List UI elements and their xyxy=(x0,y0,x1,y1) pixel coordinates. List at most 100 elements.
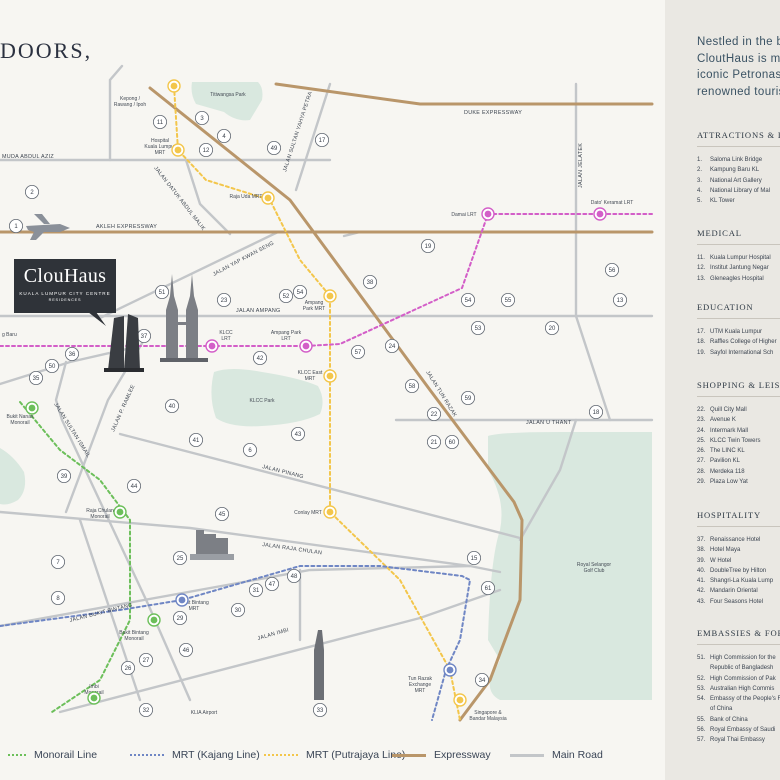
poi-name: Saloma Link Bridge xyxy=(710,157,763,163)
poi-marker[interactable]: 13 xyxy=(613,292,628,307)
poi-marker[interactable]: 7 xyxy=(51,555,66,570)
poi-marker[interactable]: 24 xyxy=(384,338,399,353)
poi-marker-number: 46 xyxy=(183,648,190,654)
clouthaus-building-icon[interactable] xyxy=(104,314,144,372)
poi-marker[interactable]: 53 xyxy=(470,320,485,335)
poi-name: Republic of Bangladesh xyxy=(710,665,774,672)
poi-marker[interactable]: 40 xyxy=(164,398,179,413)
poi-marker[interactable]: 33 xyxy=(312,703,327,718)
station-dot[interactable] xyxy=(113,505,127,519)
poi-marker[interactable]: 19 xyxy=(420,238,435,253)
poi-marker[interactable]: 26 xyxy=(121,661,136,676)
poi-marker[interactable]: 27 xyxy=(138,653,153,668)
poi-name: Gleneagles Hospital xyxy=(710,275,764,282)
park-west xyxy=(0,448,26,505)
poi-marker-number: 20 xyxy=(549,326,556,332)
poi-marker[interactable]: 56 xyxy=(605,262,620,277)
poi-marker[interactable]: 57 xyxy=(350,344,365,359)
poi-marker[interactable]: 46 xyxy=(178,643,193,658)
poi-marker[interactable]: 59 xyxy=(460,390,475,405)
merdeka-118-icon xyxy=(314,630,324,700)
station-dot[interactable] xyxy=(167,79,181,93)
poi-marker[interactable]: 55 xyxy=(500,292,515,307)
poi-marker[interactable]: 15 xyxy=(466,551,481,566)
poi-marker[interactable]: 12 xyxy=(198,142,213,157)
poi-marker[interactable]: 23 xyxy=(216,292,231,307)
station-dot[interactable] xyxy=(453,693,467,707)
station-dot[interactable] xyxy=(25,401,39,415)
poi-marker[interactable]: 25 xyxy=(172,551,187,566)
poi-name: Shangri-La Kuala Lump xyxy=(710,578,774,585)
poi-marker[interactable]: 54 xyxy=(460,292,475,307)
poi-marker[interactable]: 30 xyxy=(230,603,245,618)
poi-marker[interactable]: 31 xyxy=(248,583,263,598)
poi-marker[interactable]: 11 xyxy=(152,115,167,130)
poi-marker-number: 52 xyxy=(283,294,290,300)
poi-marker[interactable]: 22 xyxy=(426,406,441,421)
poi-marker[interactable]: 38 xyxy=(362,274,377,289)
poi-marker[interactable]: 51 xyxy=(154,284,169,299)
poi-marker[interactable]: 52 xyxy=(278,288,293,303)
poi-marker[interactable]: 32 xyxy=(138,703,153,718)
poi-marker[interactable]: 20 xyxy=(545,320,560,335)
poi-marker[interactable]: 4 xyxy=(216,128,231,143)
station-dot[interactable] xyxy=(323,505,337,519)
station-dot[interactable] xyxy=(323,369,337,383)
poi-marker[interactable]: 6 xyxy=(242,442,257,457)
station-dot[interactable] xyxy=(443,663,457,677)
poi-marker[interactable]: 54 xyxy=(292,284,307,299)
poi-marker[interactable]: 34 xyxy=(474,673,489,688)
poi-marker[interactable]: 43 xyxy=(290,426,305,441)
poi-marker[interactable]: 29 xyxy=(172,611,187,626)
road-duke-label: DUKE EXPRESSWAY xyxy=(464,110,522,116)
poi-marker[interactable]: 47 xyxy=(264,577,279,592)
poi-marker[interactable]: 37 xyxy=(136,328,151,343)
poi-marker-number: 25 xyxy=(177,556,184,562)
poi-marker[interactable]: 45 xyxy=(214,506,229,521)
poi-marker[interactable]: 2 xyxy=(24,184,39,199)
section-title: ATTRACTIONS & LAN xyxy=(697,130,780,140)
station-dot[interactable] xyxy=(171,143,185,157)
poi-marker[interactable]: 18 xyxy=(589,404,604,419)
station-dot[interactable] xyxy=(261,191,275,205)
poi-name: Institut Jantung Negar xyxy=(710,265,769,272)
poi-marker[interactable]: 36 xyxy=(65,346,80,361)
poi-number: 37. xyxy=(697,537,706,543)
station-dot[interactable] xyxy=(87,691,101,705)
poi-marker[interactable]: 35 xyxy=(28,370,43,385)
poi-marker[interactable]: 49 xyxy=(266,140,281,155)
station-dot[interactable] xyxy=(299,339,313,353)
station-dot[interactable] xyxy=(481,207,495,221)
poi-marker[interactable]: 60 xyxy=(444,434,459,449)
poi-marker[interactable]: 44 xyxy=(127,478,142,493)
poi-marker[interactable]: 61 xyxy=(480,581,495,596)
station-dot[interactable] xyxy=(147,613,161,627)
station-dot[interactable] xyxy=(205,339,219,353)
klcc-park xyxy=(211,369,323,427)
poi-marker[interactable]: 42 xyxy=(252,350,267,365)
poi-list-item: 25.KLCC Twin Towers xyxy=(697,436,780,446)
poi-marker[interactable]: 50 xyxy=(45,358,60,373)
petronas-twin-towers-icon[interactable] xyxy=(160,274,208,362)
poi-marker[interactable]: 48 xyxy=(286,569,301,584)
poi-marker[interactable]: 3 xyxy=(194,111,209,126)
poi-marker-number: 4 xyxy=(222,134,226,140)
station-dot[interactable] xyxy=(593,207,607,221)
poi-marker[interactable]: 39 xyxy=(57,468,72,483)
poi-marker[interactable]: 1 xyxy=(8,218,23,233)
poi-name: Intermark Mall xyxy=(710,427,749,434)
poi-marker[interactable]: 41 xyxy=(188,432,203,447)
poi-marker[interactable]: 17 xyxy=(314,132,329,147)
station-dot[interactable] xyxy=(323,289,337,303)
poi-marker[interactable]: 8 xyxy=(51,591,66,606)
poi-list-item: 27.Pavilion KL xyxy=(697,456,780,466)
poi-name: Merdeka 118 xyxy=(710,468,745,475)
station-dot[interactable] xyxy=(175,593,189,607)
poi-marker[interactable]: 58 xyxy=(404,378,419,393)
poi-marker[interactable]: 21 xyxy=(426,434,441,449)
